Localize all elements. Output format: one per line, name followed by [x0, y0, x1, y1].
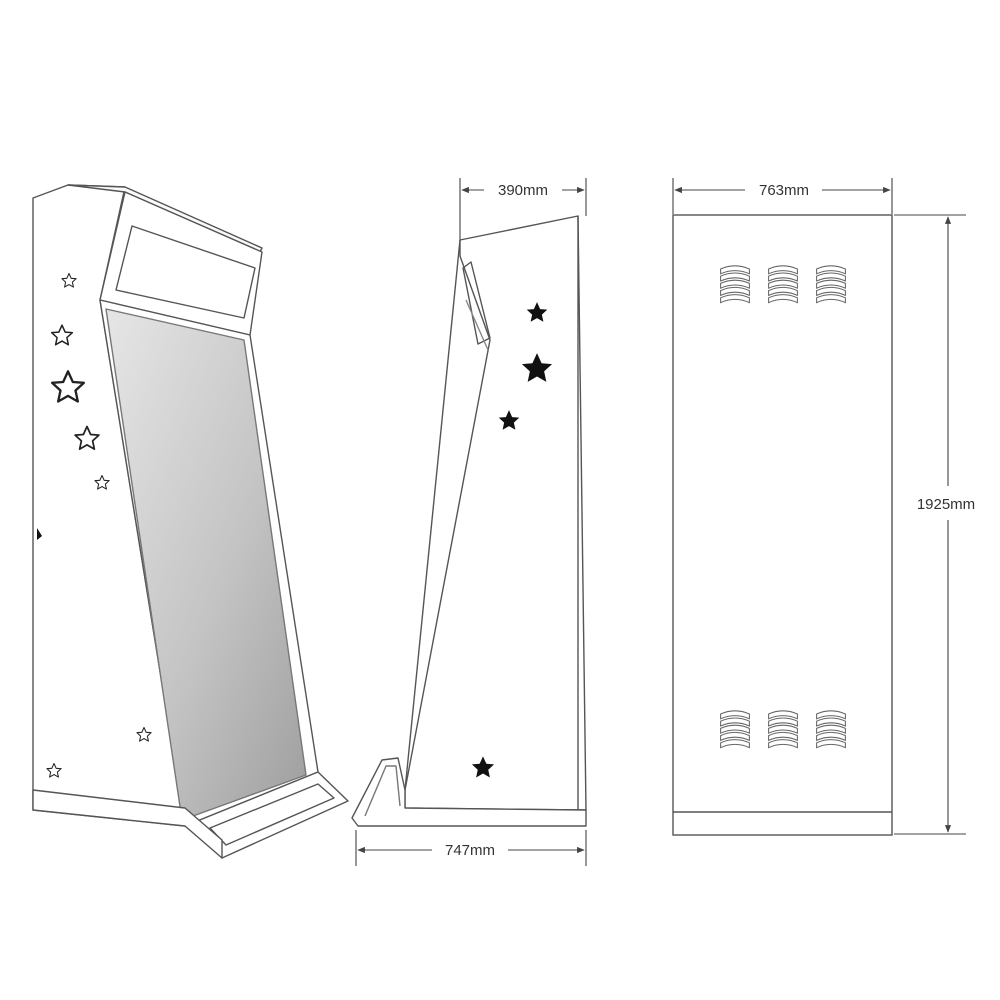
cabinet-base: [32, 789, 223, 859]
kiosk-back-view: [672, 214, 893, 836]
screen-panel: [105, 308, 307, 821]
kiosk-perspective-view: [32, 184, 349, 859]
header-window: [115, 225, 256, 319]
height-dimension: [894, 214, 966, 835]
depth-top-label: 390mm: [498, 182, 548, 199]
side-view-outline: [404, 215, 587, 811]
depth-base-dimension: [355, 830, 587, 866]
back-panel: [672, 214, 893, 836]
depth-top-dimension: [459, 178, 587, 240]
side-view-foot-inner: [364, 765, 401, 817]
width-dimension: [672, 178, 893, 214]
kiosk-side-view: [351, 215, 587, 827]
cabinet-top: [67, 184, 263, 253]
depth-base-label: 747mm: [445, 842, 495, 859]
height-label: 1925mm: [917, 496, 975, 513]
side-view-window: [462, 261, 491, 345]
side-view-header-edge: [404, 240, 491, 791]
side-view-inner-line: [465, 299, 489, 351]
side-handle-mark: [37, 528, 42, 540]
width-label: 763mm: [759, 182, 809, 199]
side-view-foot: [351, 757, 587, 827]
